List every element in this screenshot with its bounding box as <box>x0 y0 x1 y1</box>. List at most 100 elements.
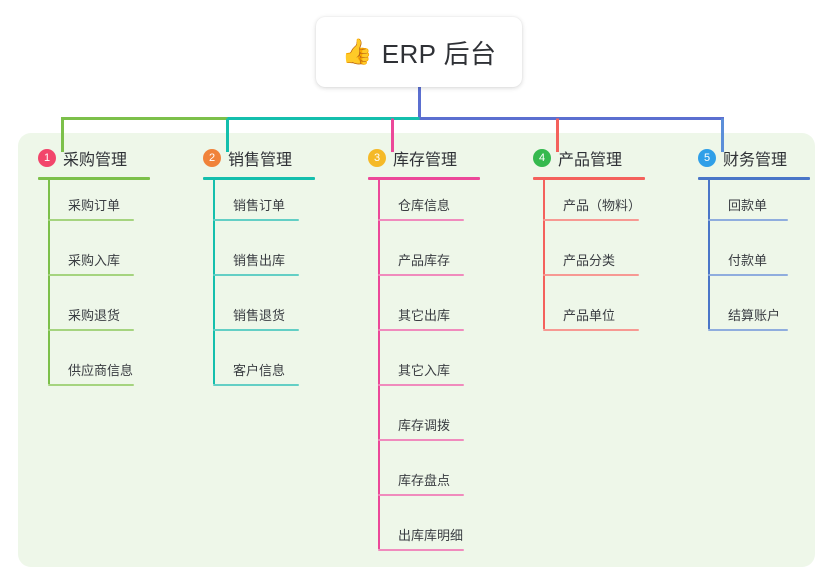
branch-header-5[interactable]: 5 财务管理 <box>698 146 810 170</box>
leaf-item-label: 客户信息 <box>233 363 286 378</box>
leaf-item[interactable]: 其它入库 <box>368 345 480 400</box>
branch-item-list: 产品（物料） 产品分类产品单位 <box>533 180 645 345</box>
leaf-item-label: 库存盘点 <box>398 473 451 488</box>
leaf-item[interactable]: 库存盘点 <box>368 455 480 510</box>
leaf-item-label: 产品分类 <box>563 253 616 268</box>
branch-title: 销售管理 <box>228 152 293 169</box>
leaf-item-label: 付款单 <box>728 253 768 268</box>
leaf-item[interactable]: 出库库明细 <box>368 510 480 565</box>
leaf-item-label: 结算账户 <box>728 308 781 323</box>
branch-underline <box>698 177 810 180</box>
leaf-item[interactable]: 其它出库 <box>368 290 480 345</box>
leaf-item[interactable]: 供应商信息 <box>38 345 150 400</box>
branch-title: 采购管理 <box>63 152 128 169</box>
root-node-content: 👍 ERP 后台 <box>342 34 497 71</box>
leaf-item-label: 采购订单 <box>68 198 121 213</box>
leaf-item-label: 采购退货 <box>68 308 121 323</box>
branch-number-badge: 5 <box>698 149 716 167</box>
branch-underline <box>38 177 150 180</box>
branch-spine <box>213 180 215 384</box>
leaf-item[interactable]: 付款单 <box>698 235 810 290</box>
branch-spine <box>543 180 545 329</box>
leaf-item-label: 采购入库 <box>68 253 121 268</box>
branch-item-list: 回款单付款单结算账户 <box>698 180 810 345</box>
leaf-item-label: 产品库存 <box>398 253 451 268</box>
branch-number-badge: 1 <box>38 149 56 167</box>
leaf-item[interactable]: 销售退货 <box>203 290 315 345</box>
leaf-item[interactable]: 产品分类 <box>533 235 645 290</box>
branch-column-4: 4 产品管理产品（物料） 产品分类产品单位 <box>533 146 645 345</box>
branch-item-list: 仓库信息产品库存其它出库其它入库库存调拨库存盘点出库库明细 <box>368 180 480 565</box>
leaf-item-label: 其它入库 <box>398 363 451 378</box>
leaf-item[interactable]: 销售订单 <box>203 180 315 235</box>
branch-number-badge: 2 <box>203 149 221 167</box>
leaf-item-underline <box>378 549 464 551</box>
leaf-item[interactable]: 采购入库 <box>38 235 150 290</box>
leaf-item-label: 回款单 <box>728 198 768 213</box>
leaf-item[interactable]: 采购退货 <box>38 290 150 345</box>
leaf-item-underline <box>708 329 788 331</box>
branch-column-3: 3 库存管理仓库信息产品库存其它出库其它入库库存调拨库存盘点出库库明细 <box>368 146 480 565</box>
branch-title: 财务管理 <box>723 152 788 169</box>
leaf-item-underline <box>378 219 464 221</box>
leaf-item-underline <box>48 329 134 331</box>
leaf-item[interactable]: 产品（物料） <box>533 180 645 235</box>
leaf-item-underline <box>378 274 464 276</box>
branch-header-4[interactable]: 4 产品管理 <box>533 146 645 170</box>
leaf-item-label: 销售订单 <box>233 198 286 213</box>
branch-column-5: 5 财务管理回款单付款单结算账户 <box>698 146 810 345</box>
thumbs-up-icon: 👍 <box>341 37 373 66</box>
leaf-item-underline <box>708 219 788 221</box>
leaf-item[interactable]: 结算账户 <box>698 290 810 345</box>
leaf-item[interactable]: 销售出库 <box>203 235 315 290</box>
leaf-item-underline <box>213 329 299 331</box>
leaf-item[interactable]: 客户信息 <box>203 345 315 400</box>
branch-number-badge: 3 <box>368 149 386 167</box>
branch-column-2: 2 销售管理销售订单销售出库销售退货客户信息 <box>203 146 315 400</box>
leaf-item-label: 其它出库 <box>398 308 451 323</box>
leaf-item-underline <box>543 274 639 276</box>
leaf-item-label: 出库库明细 <box>398 528 464 543</box>
leaf-item[interactable]: 回款单 <box>698 180 810 235</box>
leaf-item-label: 产品（物料） <box>563 198 642 213</box>
branch-header-2[interactable]: 2 销售管理 <box>203 146 315 170</box>
leaf-item-underline <box>708 274 788 276</box>
leaf-item[interactable]: 产品库存 <box>368 235 480 290</box>
leaf-item[interactable]: 仓库信息 <box>368 180 480 235</box>
leaf-item-underline <box>543 329 639 331</box>
leaf-item-label: 库存调拨 <box>398 418 451 433</box>
leaf-item[interactable]: 库存调拨 <box>368 400 480 455</box>
leaf-item-underline <box>378 439 464 441</box>
branch-underline <box>368 177 480 180</box>
leaf-item-label: 销售退货 <box>233 308 286 323</box>
leaf-item-underline <box>213 274 299 276</box>
leaf-item-underline <box>213 219 299 221</box>
branch-spine <box>48 180 50 384</box>
root-node-title: ERP 后台 <box>381 38 497 69</box>
branch-number-badge: 4 <box>533 149 551 167</box>
leaf-item[interactable]: 产品单位 <box>533 290 645 345</box>
branch-title: 库存管理 <box>393 152 458 169</box>
leaf-item-label: 销售出库 <box>233 253 286 268</box>
leaf-item[interactable]: 采购订单 <box>38 180 150 235</box>
leaf-item-label: 供应商信息 <box>68 363 134 378</box>
leaf-item-underline <box>213 384 299 386</box>
branch-title: 产品管理 <box>558 152 623 169</box>
branch-underline <box>533 177 645 180</box>
leaf-item-underline <box>378 329 464 331</box>
branch-item-list: 销售订单销售出库销售退货客户信息 <box>203 180 315 400</box>
branch-underline <box>203 177 315 180</box>
branch-header-3[interactable]: 3 库存管理 <box>368 146 480 170</box>
leaf-item-label: 产品单位 <box>563 308 616 323</box>
leaf-item-underline <box>543 219 639 221</box>
leaf-item-underline <box>378 494 464 496</box>
leaf-item-underline <box>48 219 134 221</box>
branch-item-list: 采购订单采购入库采购退货供应商信息 <box>38 180 150 400</box>
leaf-item-underline <box>48 274 134 276</box>
leaf-item-underline <box>378 384 464 386</box>
branch-column-1: 1 采购管理采购订单采购入库采购退货供应商信息 <box>38 146 150 400</box>
branch-spine <box>378 180 380 549</box>
branch-header-1[interactable]: 1 采购管理 <box>38 146 150 170</box>
root-node[interactable]: 👍 ERP 后台 <box>316 17 522 87</box>
